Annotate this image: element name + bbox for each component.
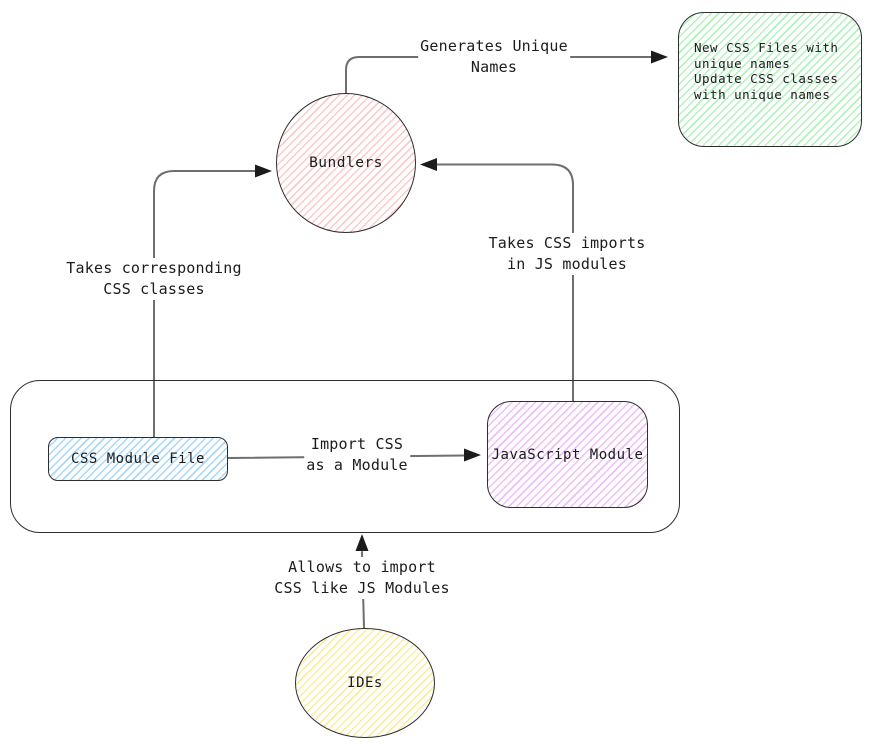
- edge-label-takes-css-imports: Takes CSS imports in JS modules: [486, 233, 648, 275]
- modules-container-box: [10, 380, 680, 533]
- output-line-1: New CSS Files with: [694, 40, 839, 55]
- output-text: New CSS Files with unique names Update C…: [694, 40, 838, 102]
- output-line-2: unique names: [694, 55, 791, 71]
- arrowhead-left-bundlers: [420, 158, 437, 171]
- edge-cssfile-to-bundlers: [153, 170, 256, 438]
- ides-node: IDEs: [295, 628, 435, 738]
- arrowhead-up-container: [355, 534, 369, 551]
- edge-label-takes-corresponding-css-classes: Takes corresponding CSS classes: [64, 258, 244, 300]
- edge-label-allows-to-import: Allows to import CSS like JS Modules: [272, 557, 452, 599]
- bundlers-label: Bundlers: [309, 155, 383, 171]
- arrowhead-right-output: [651, 50, 668, 64]
- edge-label-line: Generates Unique: [420, 37, 568, 55]
- edge-label-line: Allows to import: [288, 558, 436, 576]
- edge-label-line: in JS modules: [507, 255, 627, 273]
- edge-label-generates-unique-names: Generates Unique Names: [418, 36, 570, 78]
- edge-label-line: CSS classes: [103, 280, 205, 298]
- edge-label-line: Names: [470, 58, 518, 76]
- edge-label-line: Takes CSS imports: [488, 234, 646, 252]
- javascript-module-label: JavaScript Module: [491, 446, 644, 463]
- edge-jsmodule-to-bundlers: [436, 163, 574, 402]
- edge-label-line: CSS like JS Modules: [274, 579, 450, 597]
- edge-label-line: as a Module: [306, 456, 408, 474]
- arrowhead-right-bundlers: [255, 164, 272, 178]
- edge-label-line: Import CSS: [310, 435, 404, 453]
- css-module-file-label: CSS Module File: [71, 451, 205, 467]
- ides-label: IDEs: [347, 675, 383, 691]
- output-line-3: Update CSS classes: [694, 71, 839, 86]
- output-node: New CSS Files with unique names Update C…: [678, 12, 862, 147]
- output-line-4: with unique names: [694, 86, 831, 102]
- edge-label-line: Takes corresponding: [66, 259, 242, 277]
- css-module-file-node: CSS Module File: [48, 437, 228, 481]
- edge-bundlers-to-output: [345, 56, 652, 94]
- edge-label-import-css-as-module: Import CSS as a Module: [304, 434, 410, 476]
- javascript-module-node: JavaScript Module: [487, 401, 648, 508]
- bundlers-node: Bundlers: [276, 93, 416, 233]
- arrowhead-right-jsmodule: [464, 448, 481, 462]
